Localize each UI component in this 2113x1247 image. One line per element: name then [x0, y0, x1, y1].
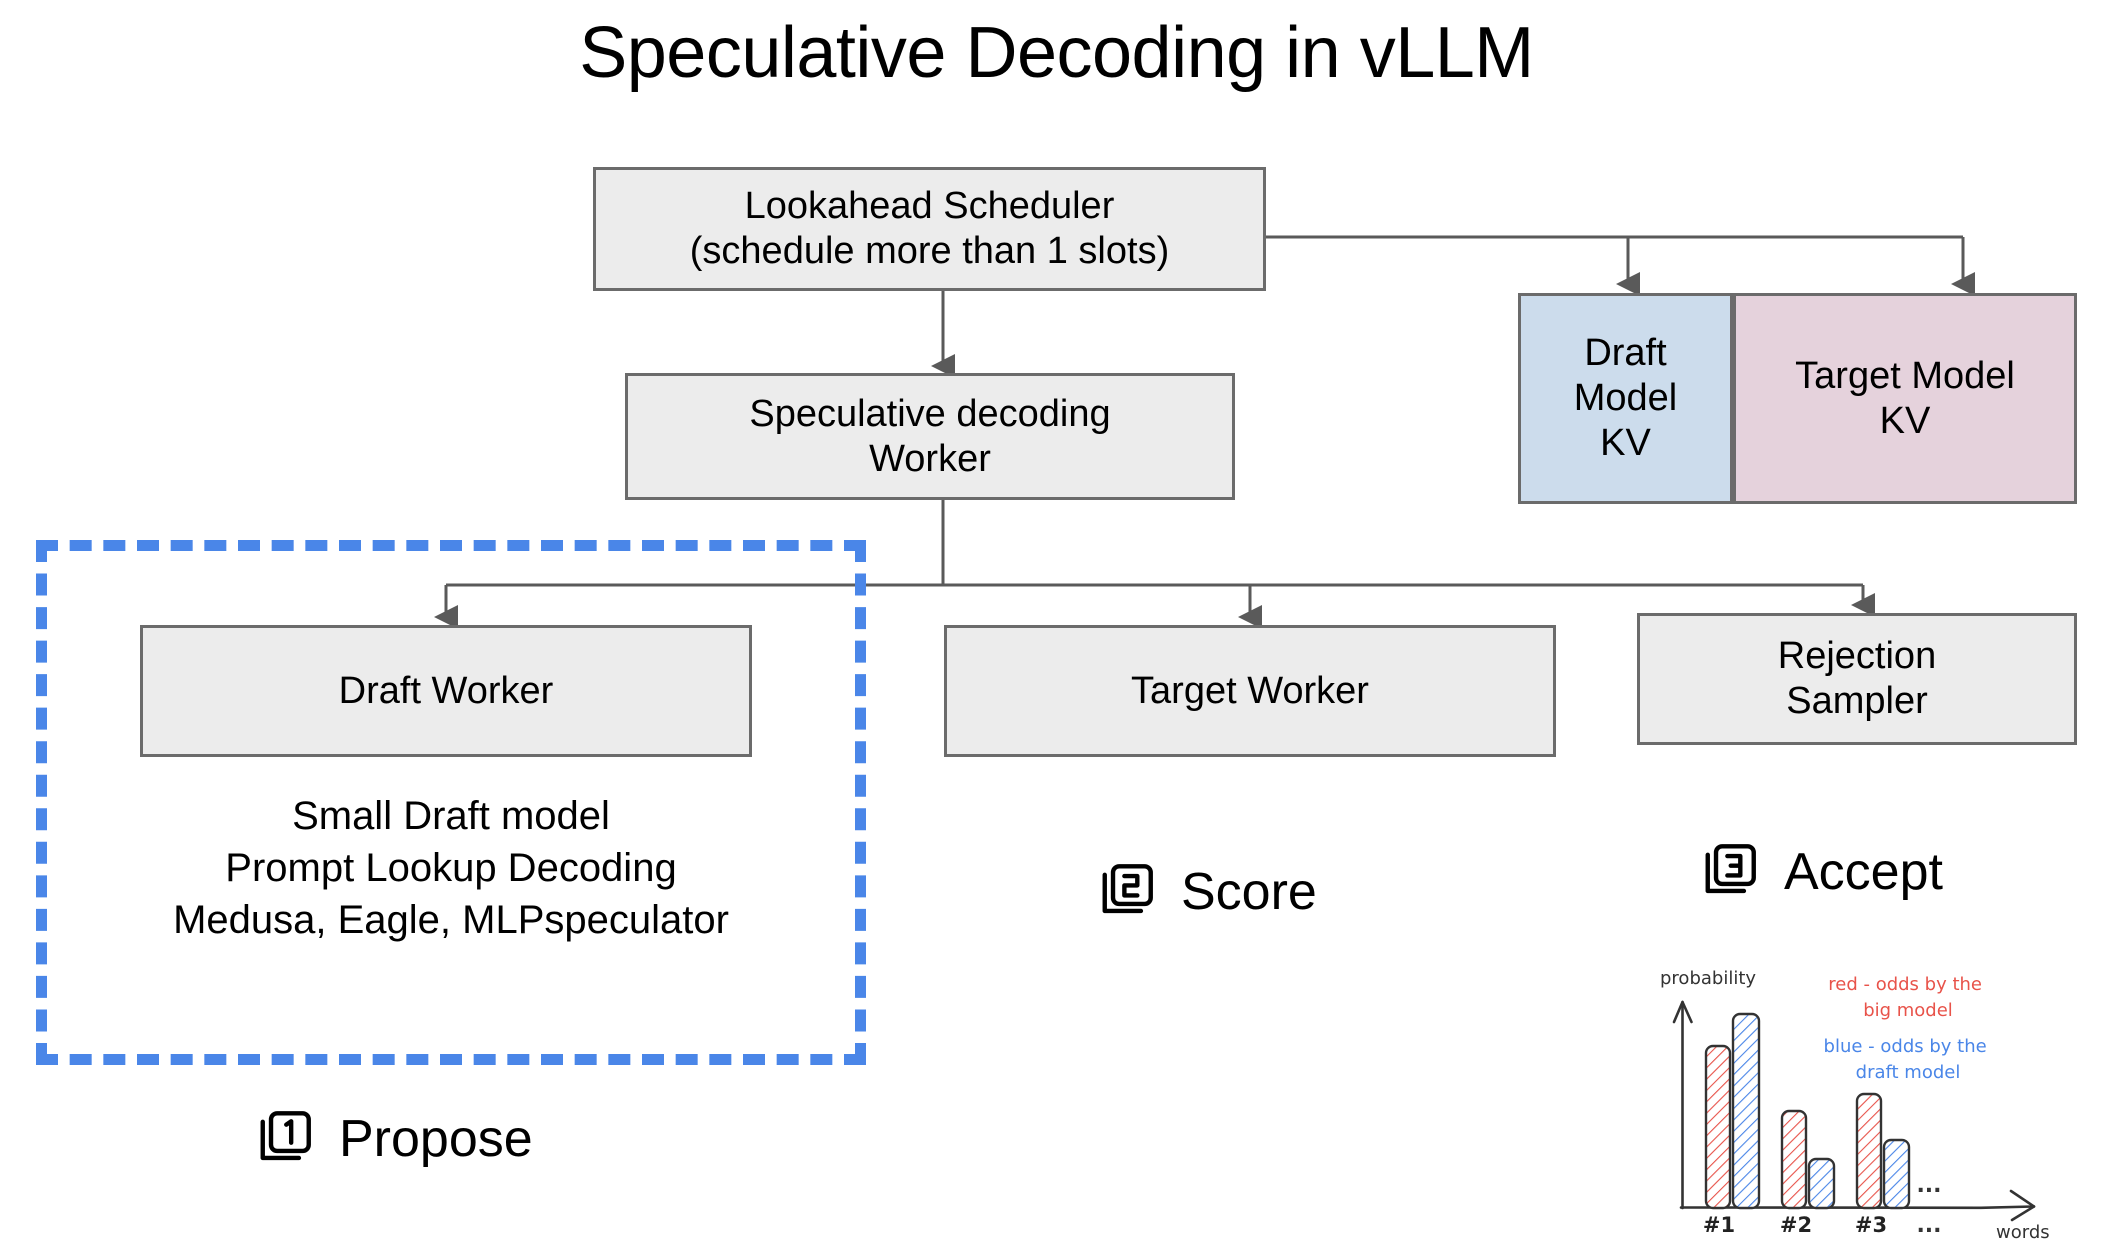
node-rejection-sampler[interactable]: Rejection Sampler	[1637, 613, 2077, 745]
node-draft-worker[interactable]: Draft Worker	[140, 625, 752, 757]
node-target-worker[interactable]: Target Worker	[944, 625, 1556, 757]
chart-tick-3: #3	[1855, 1213, 1887, 1237]
chart-legend-blue-line2: draft model	[1856, 1062, 1961, 1083]
step-accept: Accept	[1700, 838, 1943, 905]
step-propose: Propose	[255, 1105, 533, 1172]
node-lookahead-scheduler-label: Lookahead Scheduler (schedule more than …	[689, 185, 1170, 272]
chart-legend-red-line2: big model	[1863, 1000, 1953, 1021]
bar-red-3	[1855, 1092, 1883, 1210]
node-lookahead-scheduler[interactable]: Lookahead Scheduler (schedule more than …	[593, 167, 1266, 291]
propose-highlight-region	[36, 540, 866, 1065]
chart-tick-1: #1	[1703, 1213, 1735, 1237]
node-target-model-kv[interactable]: Target Model KV	[1733, 293, 2077, 504]
looks-one-icon	[255, 1105, 317, 1172]
step-score: Score	[1097, 858, 1317, 925]
node-draft-worker-label: Draft Worker	[338, 669, 554, 712]
bar-blue-2	[1807, 1157, 1836, 1210]
chart-xlabel: words	[1996, 1222, 2050, 1243]
node-draft-model-kv[interactable]: Draft Model KV	[1518, 293, 1733, 504]
chart-legend-red: red - odds by the big model	[1828, 974, 1987, 1021]
node-speculative-decoding-worker[interactable]: Speculative decoding Worker	[625, 373, 1235, 500]
node-target-model-kv-label: Target Model KV	[1795, 354, 2015, 442]
looks-two-icon	[1097, 858, 1159, 925]
chart-ylabel: probability	[1660, 968, 1756, 989]
node-rejection-sampler-label: Rejection Sampler	[1777, 635, 1937, 722]
chart-tick-2: #2	[1780, 1213, 1812, 1237]
chart-legend-blue-line1: blue - odds by the	[1824, 1036, 1987, 1057]
node-draft-model-kv-label: Draft Model KV	[1573, 332, 1678, 464]
node-target-worker-label: Target Worker	[1131, 669, 1369, 712]
probability-sketch-chart: probability words #1 #2 #3 ... ... red -…	[1630, 940, 2113, 1247]
step-propose-label: Propose	[339, 1109, 533, 1168]
step-score-label: Score	[1181, 862, 1317, 921]
draft-worker-details: Small Draft model Prompt Lookup Decoding…	[173, 794, 729, 942]
step-accept-label: Accept	[1784, 842, 1943, 901]
chart-legend-red-line1: red - odds by the	[1828, 974, 1982, 995]
bar-red-1	[1704, 1044, 1732, 1210]
chart-y-axis	[1672, 1000, 1693, 1210]
bar-blue-3	[1882, 1138, 1911, 1210]
chart-ellipsis-bottom: ...	[1916, 1213, 1941, 1238]
looks-three-icon	[1700, 838, 1762, 905]
chart-x-axis	[1679, 1189, 2036, 1222]
bar-blue-1	[1731, 1012, 1761, 1210]
chart-legend-blue: blue - odds by the draft model	[1824, 1036, 1993, 1083]
page-title: Speculative Decoding in vLLM	[579, 13, 1534, 93]
chart-ellipsis-top: ...	[1916, 1173, 1941, 1198]
bar-red-2	[1780, 1109, 1808, 1210]
node-speculative-decoding-worker-label: Speculative decoding Worker	[749, 392, 1111, 480]
